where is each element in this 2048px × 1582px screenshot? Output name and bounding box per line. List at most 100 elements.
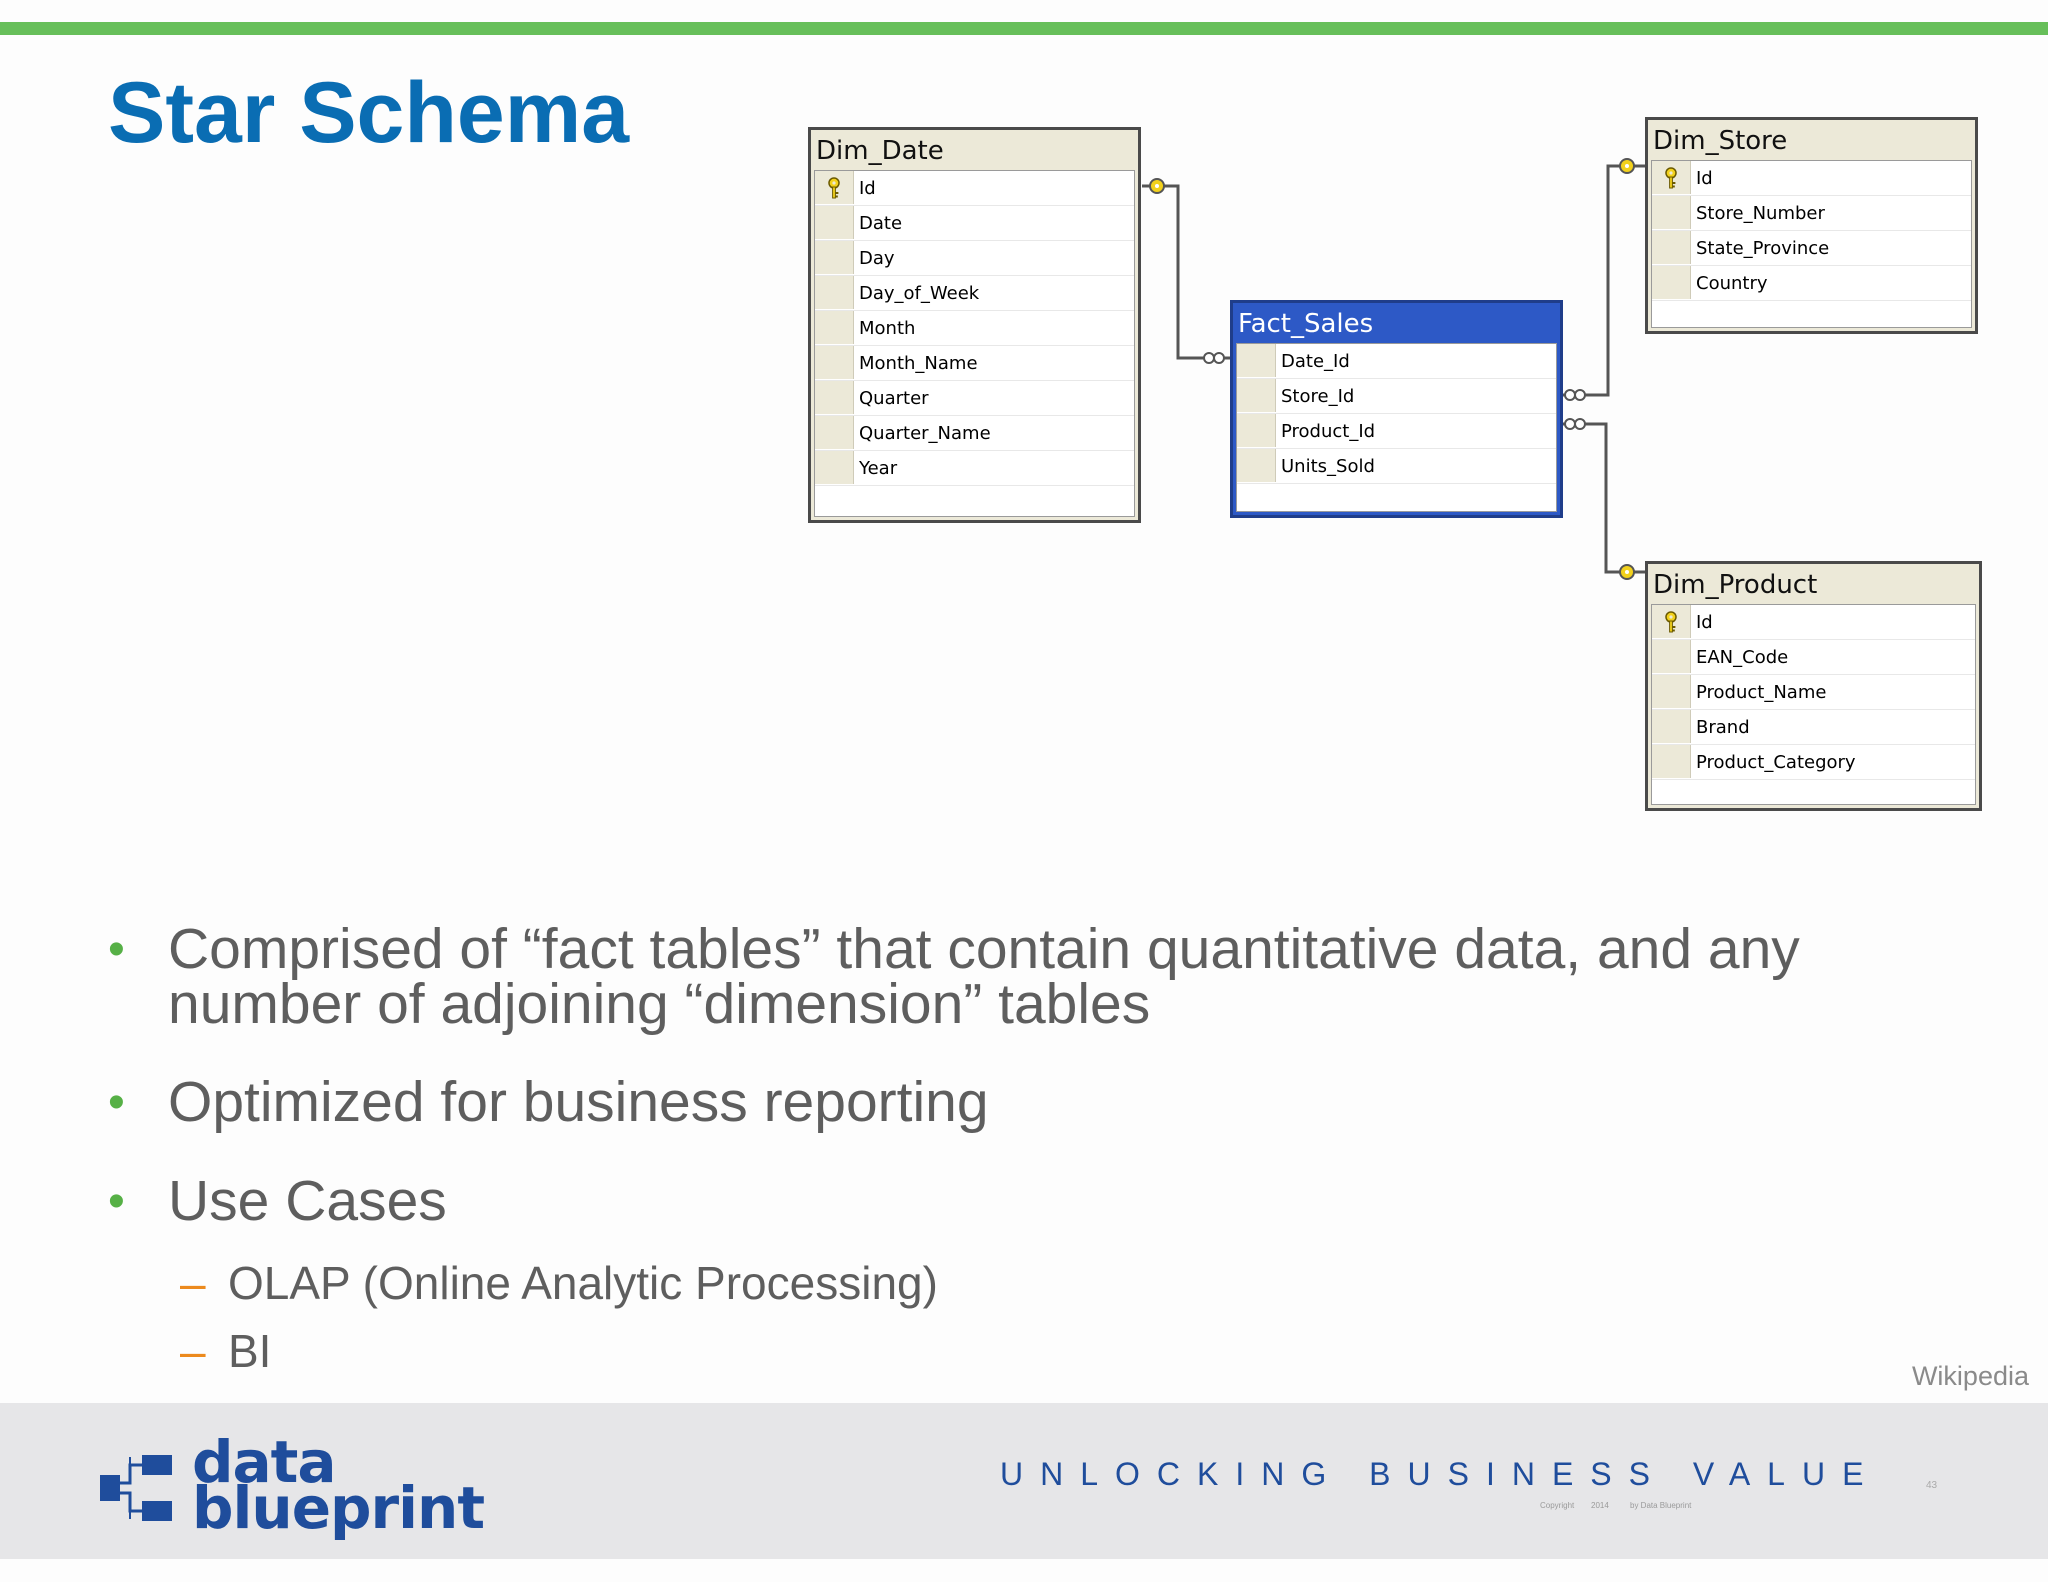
key-end-icon (1619, 564, 1635, 580)
many-end-icon (1203, 352, 1225, 364)
row-selector (1652, 231, 1691, 264)
column-row[interactable]: Id (1652, 161, 1971, 196)
row-selector (815, 416, 854, 449)
many-end-icon (1564, 418, 1586, 430)
column-name: Quarter (859, 388, 929, 409)
row-selector (1652, 710, 1691, 743)
column-row[interactable]: Date (815, 206, 1134, 241)
data-blueprint-logo: data blueprint (100, 1433, 500, 1543)
column-row[interactable]: Product_Category (1652, 745, 1975, 780)
row-selector (815, 241, 854, 274)
row-selector (1652, 605, 1691, 638)
column-name: Month_Name (859, 353, 978, 374)
relationship-store-line[interactable] (1563, 164, 1645, 397)
table-title: Dim_Date (816, 136, 944, 166)
column-row[interactable]: Product_Id (1237, 414, 1556, 449)
column-row[interactable]: Month (815, 311, 1134, 346)
row-selector (1652, 161, 1691, 194)
relationship-product-line[interactable] (1563, 422, 1645, 574)
column-name: Day (859, 248, 895, 269)
row-selector (815, 451, 854, 484)
bullet-text: Use Cases (168, 1169, 447, 1233)
column-row[interactable]: Id (1652, 605, 1975, 640)
column-name: State_Province (1696, 238, 1830, 259)
primary-key-icon (1665, 167, 1677, 189)
primary-key-icon (1665, 611, 1677, 633)
column-name: Product_Id (1281, 421, 1376, 442)
row-selector (1652, 196, 1691, 229)
key-end-icon (1149, 178, 1165, 194)
primary-key-icon (828, 177, 840, 199)
row-selector (1652, 266, 1691, 299)
table-title: Dim_Product (1653, 570, 1818, 600)
relationship-date-line[interactable] (1142, 184, 1230, 360)
logo-text-data: data (192, 1428, 337, 1496)
copyright-owner: by Data Blueprint (1630, 1501, 1692, 1510)
column-row[interactable]: Id (815, 171, 1134, 206)
row-selector (1237, 449, 1276, 482)
source-note: Wikipedia (1911, 1361, 2029, 1391)
column-row[interactable]: Month_Name (815, 346, 1134, 381)
bullet-dot: • (108, 1175, 125, 1228)
bullet-dot: • (108, 1076, 125, 1129)
row-selector (815, 206, 854, 239)
row-selector (1237, 379, 1276, 412)
tagline: UNLOCKING BUSINESS VALUE (1000, 1456, 1881, 1492)
footer: data blueprint UNLOCKING BUSINESS VALUE … (0, 1403, 2048, 1559)
column-row[interactable]: Store_Id (1237, 379, 1556, 414)
sub-bullet-text: OLAP (Online Analytic Processing) (228, 1257, 938, 1309)
key-end-icon (1619, 158, 1635, 174)
column-row[interactable]: Quarter_Name (815, 416, 1134, 451)
bullet-dot: • (108, 923, 125, 976)
row-selector (815, 276, 854, 309)
slide-title: Star Schema (108, 65, 630, 161)
table-title: Fact_Sales (1238, 309, 1374, 339)
column-row[interactable]: Date_Id (1237, 344, 1556, 379)
row-selector (1237, 344, 1276, 377)
column-name: Month (859, 318, 916, 339)
column-row[interactable]: EAN_Code (1652, 640, 1975, 675)
column-name: Product_Name (1696, 682, 1827, 703)
row-selector (1652, 745, 1691, 778)
column-name: Units_Sold (1281, 456, 1375, 477)
column-row[interactable]: Country (1652, 266, 1971, 301)
bullet-text: Comprised of “fact tables” that contain … (168, 917, 1800, 1036)
row-selector (815, 381, 854, 414)
column-row[interactable]: State_Province (1652, 231, 1971, 266)
sub-bullet-text: BI (228, 1325, 272, 1377)
column-row[interactable]: Day (815, 241, 1134, 276)
column-row[interactable]: Units_Sold (1237, 449, 1556, 484)
column-name: Date_Id (1281, 351, 1350, 372)
column-row[interactable]: Year (815, 451, 1134, 486)
row-selector (1652, 675, 1691, 708)
logo-mark-icon (100, 1455, 172, 1521)
column-row[interactable]: Day_of_Week (815, 276, 1134, 311)
accent-bar (0, 22, 2048, 35)
column-name: Id (859, 178, 876, 199)
column-name: Product_Category (1696, 752, 1856, 773)
column-name: Id (1696, 168, 1713, 189)
column-row[interactable]: Product_Name (1652, 675, 1975, 710)
column-name: Date (859, 213, 903, 234)
column-row[interactable]: Brand (1652, 710, 1975, 745)
row-selector (1237, 414, 1276, 447)
column-row[interactable]: Store_Number (1652, 196, 1971, 231)
row-selector (815, 311, 854, 344)
logo-text-blueprint: blueprint (192, 1474, 485, 1542)
column-name: Id (1696, 612, 1713, 633)
column-row[interactable]: Quarter (815, 381, 1134, 416)
sub-bullet-dash: – (180, 1325, 206, 1377)
column-name: Year (859, 458, 898, 479)
page-number: 43 (1926, 1480, 1938, 1491)
column-name: Brand (1696, 717, 1750, 738)
column-name: Store_Id (1281, 386, 1355, 407)
